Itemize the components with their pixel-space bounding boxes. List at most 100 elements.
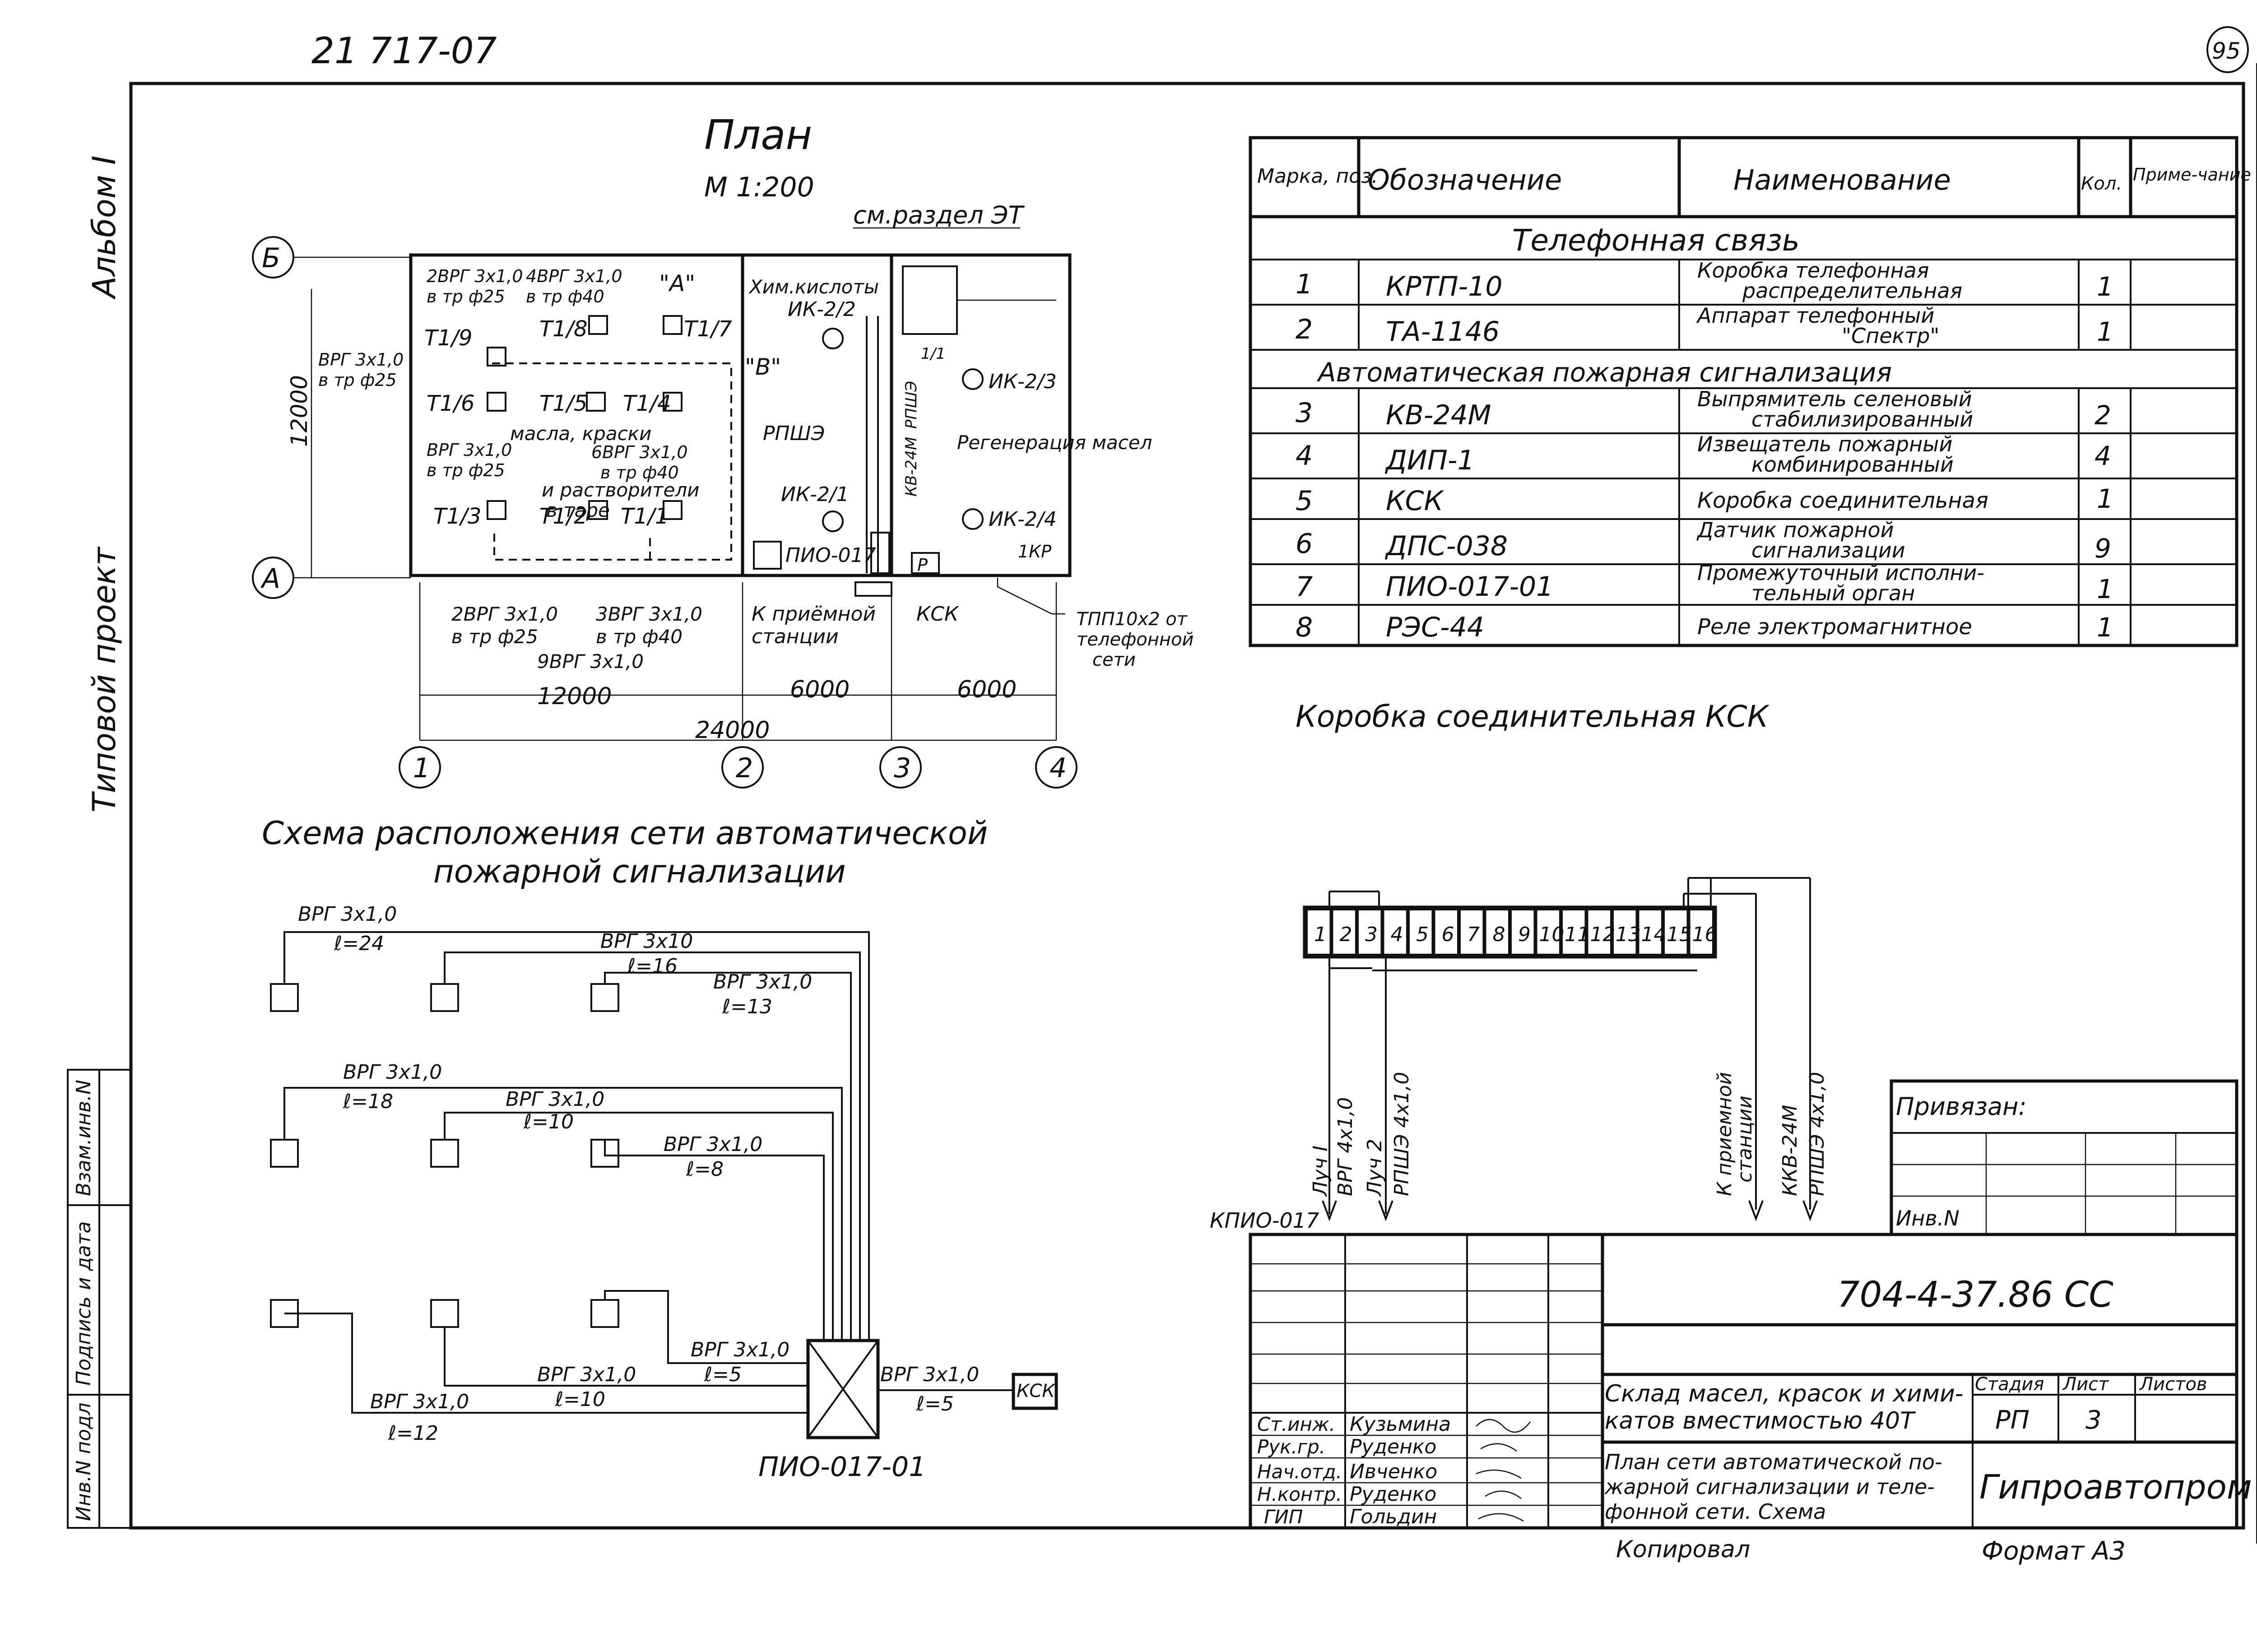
dim-bottom-2: 6000 [790,676,850,703]
tb-role-5: ГИП [1264,1506,1303,1528]
side-album-label: Альбом I [86,155,123,300]
floor-plan: План М 1:200 см.раздел ЭТ Б А 12000 1200… [252,111,1194,789]
tb-sheet: 3 [2085,1406,2102,1435]
row-2-code: ТА-1146 [1386,316,1500,348]
ksk-terminal-label: 16 [1692,923,1718,946]
ksk-terminal [1586,909,1612,956]
ksk-terminal [1484,909,1510,956]
dim-bottom-1: 12000 [537,683,612,710]
col-header-qty: Кол. [2081,173,2122,194]
scheme-len-3: ℓ=13 [722,995,772,1018]
axis-col-2: 2 [736,752,753,784]
col-header-code: Обозначение [1368,163,1562,196]
row-2-name2: "Спектр" [1842,324,1940,348]
tb-name-3: Ивченко [1350,1460,1437,1483]
tb-inv-label: Инв.N [1896,1206,1960,1230]
detector-label-t1-1: Т1/1 [621,504,669,529]
ksk-lead-4b: РПШЭ 4х1,0 [1806,1072,1829,1196]
equip-ksk [870,532,890,574]
dim-bottom-3: 6000 [957,676,1017,703]
row-7-code: ПИО-017-01 [1386,571,1553,603]
row-4-qty: 4 [2094,441,2111,471]
row-7-qty: 1 [2097,574,2113,604]
axis-row-b: Б [262,242,280,274]
axis-bubble-2 [721,746,764,789]
table-row: 4 ДИП-1 Извещатель пожарный комбинирован… [1296,432,2111,477]
plan-cable-2a: 4ВРГ 3х1,0 [526,266,622,286]
detector-t1-9 [487,347,506,367]
scheme-pio-device [806,1339,880,1439]
ksk-terminal [1510,909,1536,956]
ksk-terminal [1663,909,1689,956]
row-7-pos: 7 [1296,571,1313,603]
row-6-qty: 9 [2094,533,2111,564]
row-1-pos: 1 [1296,269,1313,300]
row-5-qty: 1 [2097,483,2113,514]
detector-t1-5 [586,392,606,412]
ksk-terminal [1357,909,1383,956]
ksk-terminal-label: 10 [1539,923,1565,946]
row-1-name2: распределительная [1742,278,1962,303]
table-row: 1 КРТП-10 Коробка телефонная распределит… [1296,258,2113,303]
plan-title: План [704,111,812,159]
equip-kv24m: КВ-24М [902,437,920,497]
tb-stage: РП [1995,1406,2029,1435]
ksk-terminal-label: 9 [1518,923,1531,946]
scheme-len-6: ℓ=8 [686,1158,724,1181]
row-1-qty: 1 [2097,271,2113,302]
strip-replace-label: Взам.инв.N [72,1080,95,1196]
ksk-lead-3b: станции [1733,1095,1756,1183]
plan-cable-1a: 2ВРГ 3х1,0 [427,266,523,286]
lamp-ik-2-3 [962,368,984,390]
plan-cable-3a: ВРГ 3х1,0 [318,350,404,370]
scheme-len-4: ℓ=18 [343,1090,393,1113]
table-row: 7 ПИО-017-01 Промежуточный исполни- тель… [1296,561,2113,605]
scheme-len-8: ℓ=10 [555,1388,605,1411]
axis-bubble-3 [879,746,922,789]
row-4-pos: 4 [1296,440,1313,472]
axis-bubble-4 [1035,746,1077,789]
equip-label-1kr: 1КР [1018,542,1051,561]
ik-label-2-1: ИК-2/1 [781,483,849,506]
phone-box [855,581,892,597]
scheme-cable-10: ВРГ 3х1,0 [880,1363,979,1386]
ksk-terminal-label: 6 [1442,923,1454,946]
tb-stage-header: Стадия [1975,1374,2044,1395]
scheme-cable-4: ВРГ 3х1,0 [343,1061,442,1084]
note-receiving-2: станции [752,625,839,648]
ik-label-2-3: ИК-2/3 [989,370,1057,393]
ksk-terminal [1612,909,1638,956]
equip-relay [911,552,940,574]
room-name-regen: Регенерация масел [957,432,1152,454]
axis-col-4: 4 [1050,752,1067,784]
ksk-terminal-label: 2 [1340,923,1352,946]
row-8-name1: Реле электромагнитное [1697,614,1972,640]
row-3-code: КВ-24М [1386,399,1491,431]
ksk-terminal-label: 7 [1467,923,1480,946]
scheme-detector [430,983,459,1012]
scheme-cable-1: ВРГ 3х1,0 [298,903,397,926]
tb-name-5: Гольдин [1350,1505,1437,1528]
row-4-name1: Извещатель пожарный [1697,432,1952,456]
scheme-detector [430,1299,459,1328]
ksk-terminal [1688,909,1714,956]
tb-sheet-header: Лист [2062,1374,2109,1395]
row-2-name1: Аппарат телефонный [1696,303,1934,328]
room-name-tare: в таре [546,499,610,521]
detector-label-t1-5: Т1/5 [539,391,588,416]
equip-label-11: 1/1 [921,345,946,363]
ksk-terminal [1637,909,1663,956]
row-5-name1: Коробка соединительная [1697,488,1988,513]
dim-total: 24000 [695,717,770,744]
tb-copied: Копировал [1616,1536,1750,1563]
equip-pio-017 [753,541,782,570]
tb-org: Гипроавтопром [1979,1468,2252,1507]
ksk-lead-2a: Луч 2 [1363,1139,1386,1197]
row-2-pos: 2 [1296,314,1313,345]
tb-sheet-title-2: жарной сигнализации и теле- [1604,1475,1935,1499]
table-row: 3 КВ-24М Выпрямитель селеновый стабилизи… [1296,387,2111,432]
equip-label-ksk: КСК [916,603,959,626]
room-name-chem: Хим.кислоты [748,276,879,298]
plan-cable-3b: в тр ф25 [318,370,397,390]
scheme-detector [590,1299,619,1328]
